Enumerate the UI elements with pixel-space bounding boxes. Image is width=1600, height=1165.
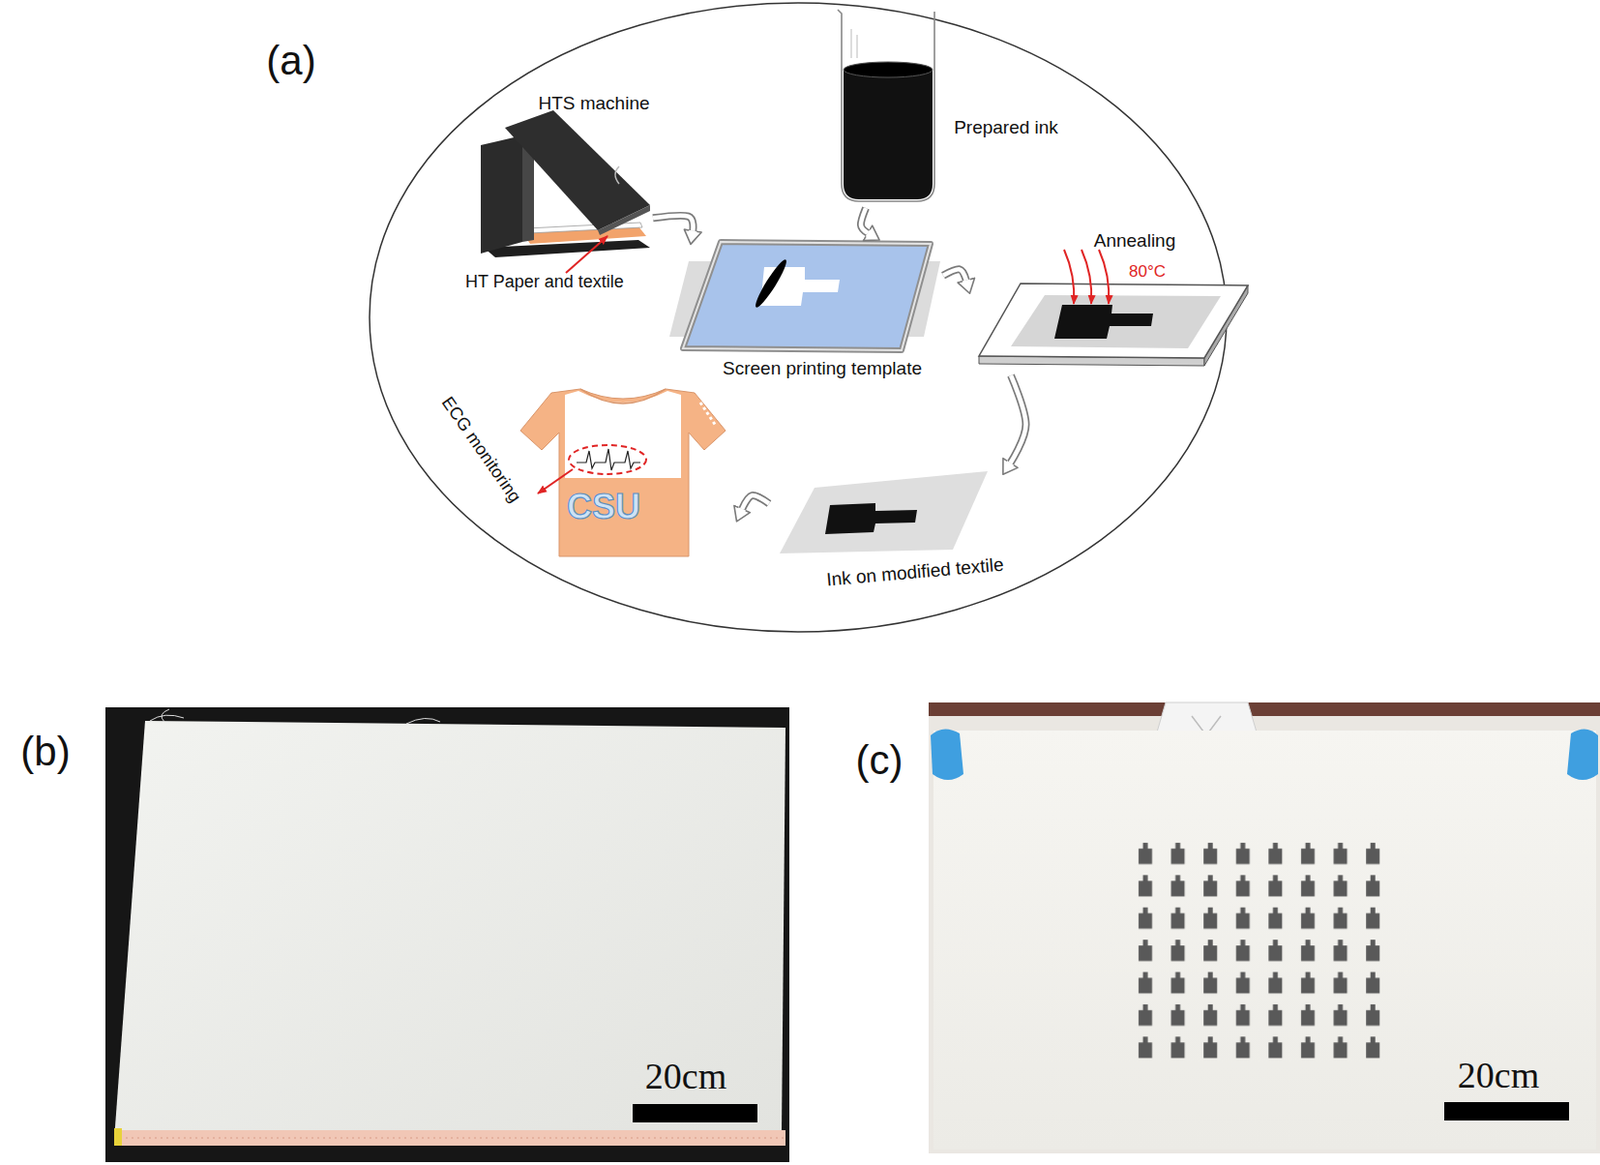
stage-label: CSU: [566, 487, 641, 527]
arrow-outline: [1009, 375, 1026, 463]
fabric-photo: [105, 707, 790, 1162]
arrow-body: [943, 268, 967, 280]
panel-label: (b): [20, 729, 70, 774]
process-arrow: [1009, 375, 1026, 463]
ecg-shirt: [520, 388, 726, 557]
ink-beaker: [837, 9, 935, 202]
arrow-body: [860, 207, 868, 234]
printed-fabric-photo: [928, 702, 1600, 1154]
process-stage: Screen printing template: [667, 241, 944, 383]
arrow-body: [652, 215, 694, 232]
stage-label: Ink on modified textile: [826, 555, 1006, 592]
panel-label: (c): [856, 738, 904, 783]
stage-label: HT Paper and textile: [465, 272, 624, 293]
arrow-outline: [652, 215, 694, 232]
process-arrow: [860, 207, 868, 234]
scale-bar-label: 20cm: [1457, 1055, 1540, 1097]
annealing-plate: [978, 249, 1248, 366]
process-stage: HTS machine HT Paper and textile: [454, 88, 653, 297]
arrow-outline: [741, 495, 770, 509]
stage-label: Annealing: [1094, 231, 1177, 252]
screen-template: [669, 241, 941, 351]
printed-textile: [779, 471, 988, 554]
stage-label: 80°C: [1128, 263, 1166, 282]
stage-label: HTS machine: [537, 93, 650, 115]
panel-outline: [369, 2, 1227, 632]
process-arrow: [741, 495, 770, 509]
stage-label: ECG monitoring: [437, 393, 525, 506]
process-stage: Prepared ink: [827, 4, 1074, 208]
arrow-outline: [943, 268, 967, 280]
process-arrow: [652, 215, 694, 232]
panel-label: (a): [266, 38, 316, 84]
scale-bar-label: 20cm: [645, 1056, 727, 1097]
arrow-outline: [860, 207, 868, 234]
process-arrow: [943, 268, 967, 280]
arrow-body: [741, 495, 770, 509]
hts-machine: [480, 110, 651, 273]
process-stage: Annealing 80°C: [972, 220, 1253, 376]
process-stage: Ink on modified textile: [769, 454, 1007, 591]
stage-label: Screen printing template: [722, 358, 922, 380]
stage-label: Prepared ink: [953, 118, 1059, 139]
process-stage: ECG monitoringCSU: [415, 375, 736, 566]
arrow-body: [1009, 375, 1026, 463]
